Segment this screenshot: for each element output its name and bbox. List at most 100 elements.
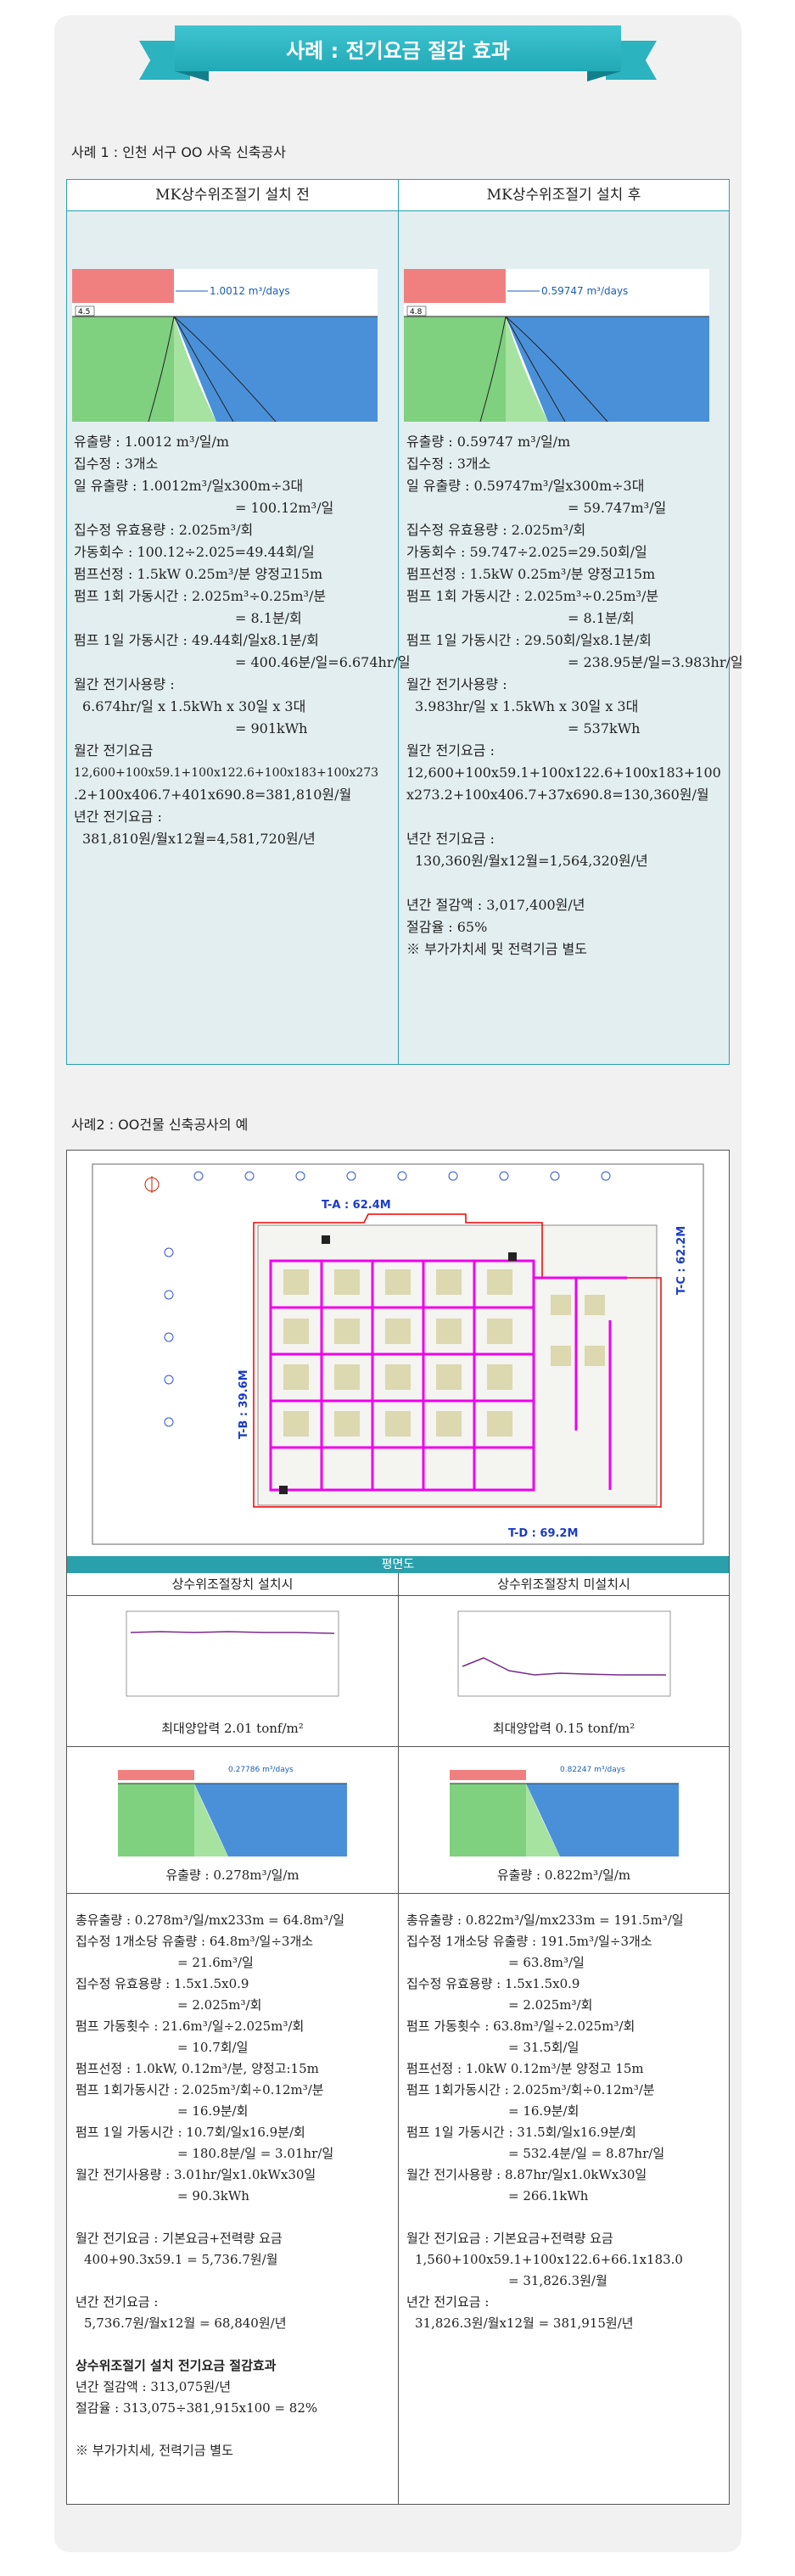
case1-after-line: 년간 절감액 : 3,017,400원/년 [406, 897, 585, 913]
case1-after-line: 12,600+100x59.1+100x122.6+100x183+100 [406, 764, 721, 781]
case2-right-line: = 31.5회/일 [508, 2040, 579, 2055]
case2-left-line: 펌프선정 : 1.0kW, 0.12m³/분, 양정고:15m [76, 2061, 319, 2076]
case2-left-line: 월간 전기요금 : 기본요금+전력량 요금 [76, 2231, 283, 2246]
case1-before-line: 집수정 유효용량 : 2.025m³/회 [74, 522, 254, 538]
case1-before-line: = 901kWh [235, 720, 308, 736]
case1-after-line: = 8.1분/회 [568, 610, 635, 626]
case1-after-line: 집수정 : 3개소 [406, 456, 491, 472]
plan-label-ta: T-A : 62.4M [322, 1199, 391, 1212]
case1-before-line: .2+100x406.7+401x690.8=381,810원/월 [74, 787, 352, 803]
plan-label-tb: T-B : 39.6M [238, 1369, 250, 1439]
case1-before-line: 381,810원/월x12월=4,581,720원/년 [82, 831, 316, 847]
case2-right-line: 월간 전기요금 : 기본요금+전력량 요금 [406, 2231, 613, 2246]
case1-before-line: 펌프 1일 가동시간 : 49.44회/일x8.1분/회 [74, 632, 319, 648]
case1-before-line: 일 유출량 : 1.0012m³/일x300m÷3대 [74, 478, 304, 494]
case2-left-line: 집수정 유효용량 : 1.5x1.5x0.9 [76, 1976, 249, 1991]
case2-right-line: 펌프 1일 가동시간 : 31.5회/일x16.9분/회 [406, 2125, 636, 2140]
left-seepage-diagram: 0.27786 m³/days [118, 1755, 347, 1856]
case1-title: 사례 1 : 인천 서구 OO 사옥 신축공사 [71, 144, 286, 160]
case2-left-line [76, 2419, 395, 2440]
case1-after-line: ※ 부가가치세 및 전력기금 별도 [406, 941, 587, 957]
banner-title: 사례 : 전기요금 절감 효과 [175, 25, 621, 71]
case2-right-line: = 31,826.3원/월 [508, 2273, 607, 2288]
case1-after-flow-label: 0.59747 m³/days [541, 285, 628, 297]
right-pressure-value: 최대양압력 0.15 tonf/m² [492, 1721, 635, 1736]
case1-after-line: 집수정 유효용량 : 2.025m³/회 [406, 522, 586, 538]
case2-right-line: 월간 전기사용량 : 8.87hr/일x1.0kWx30일 [406, 2167, 647, 2182]
case2-left-line: 400+90.3x59.1 = 5,736.7원/월 [84, 2252, 278, 2267]
left-pressure-chart [126, 1610, 339, 1697]
case2-right-line: 집수정 1개소당 유출량 : 191.5m³/일÷3개소 [406, 1934, 652, 1949]
case2-left-line: 상수위조절기 설치 전기요금 절감효과 [76, 2358, 277, 2373]
case2-right-line: 1,560+100x59.1+100x122.6+66.1x183.0 [415, 2252, 683, 2267]
case1-before-line: 6.674hr/일 x 1.5kWh x 30일 x 3대 [82, 698, 306, 714]
case2-left-line: 펌프 1일 가동시간 : 10.7회/일x16.9분/회 [76, 2125, 305, 2140]
left-flow-label: 0.27786 m³/days [228, 1766, 294, 1774]
case2-right-line: = 2.025m³/회 [508, 1997, 593, 2013]
case1-after-line: 펌프선정 : 1.5kW 0.25m³/분 양정고15m [406, 566, 656, 582]
case2-right-line: 펌프선정 : 1.0kW 0.12m³/분 양정고 15m [406, 2061, 644, 2076]
left-flow-value: 유출량 : 0.278m³/일/m [165, 1868, 300, 1883]
case2-left-line: = 21.6m³/일 [177, 1955, 254, 1970]
case1-before-line: 유출량 : 1.0012 m³/일/m [74, 434, 230, 450]
case1-before-line: = 400.46분/일=6.674hr/일 [235, 654, 411, 670]
case1-before-line: 집수정 : 3개소 [74, 456, 159, 472]
case2-left-line [76, 2271, 395, 2292]
right-pressure-chart [457, 1610, 671, 1697]
case2-left-line: = 16.9분/회 [177, 2103, 249, 2119]
case2-left-line: 절감율 : 313,075÷381,915x100 = 82% [76, 2400, 318, 2416]
case2-left-line [76, 2334, 395, 2355]
right-flow-value: 유출량 : 0.822m³/일/m [496, 1868, 631, 1883]
case1-before-flow-label: 1.0012 m³/days [210, 285, 290, 297]
case2-right-line: 집수정 유효용량 : 1.5x1.5x0.9 [406, 1976, 580, 1991]
case1-after-line: 일 유출량 : 0.59747m³/일x300m÷3대 [406, 478, 645, 494]
case1-after-line: 펌프 1일 가동시간 : 29.50회/일x8.1분/회 [406, 632, 652, 648]
case2-right-line [406, 2207, 725, 2228]
case2-right-line: 31,826.3원/월x12월 = 381,915원/년 [415, 2316, 634, 2331]
case1-after-line: 월간 전기요금 : [406, 742, 495, 759]
case2-left-line: 5,736.7원/월x12월 = 68,840원/년 [84, 2316, 287, 2331]
case2-right-line: = 532.4분/일 = 8.87hr/일 [508, 2146, 665, 2161]
case2-title: 사례2 : OO건물 신축공사의 예 [71, 1117, 249, 1133]
case1-after-seepage-diagram: 4.8 0.59747 m³/days [404, 269, 709, 422]
svg-text:4.8: 4.8 [410, 308, 423, 316]
case2-right-line: 펌프 1회가동시간 : 2.025m³/회÷0.12m³/분 [406, 2082, 655, 2097]
right-seepage-diagram: 0.82247 m³/days [450, 1755, 679, 1856]
case1-before-line: 펌프 1회 가동시간 : 2.025m³÷0.25m³/분 [74, 588, 327, 604]
case1-before-line: 펌프선정 : 1.5kW 0.25m³/분 양정고15m [74, 566, 323, 582]
left-pressure-value: 최대양압력 2.01 tonf/m² [161, 1721, 304, 1736]
case2-left-line: = 2.025m³/회 [177, 1997, 262, 2013]
case1-before-line: 년간 전기요금 : [74, 809, 162, 825]
case1-after-header: MK상수위조절기 설치 후 [399, 180, 729, 211]
case1-before-line: 가동회수 : 100.12÷2.025=49.44회/일 [74, 544, 315, 560]
right-flow-label: 0.82247 m³/days [560, 1766, 625, 1774]
case2-left-line: 년간 절감액 : 313,075원/년 [76, 2379, 232, 2394]
case2-right-line: 펌프 가동횟수 : 63.8m³/일÷2.025m³/회 [406, 2019, 635, 2034]
case1-before-line: = 8.1분/회 [235, 610, 302, 626]
plan-caption: 평면도 [67, 1556, 729, 1573]
case1-after-line: = 59.747m³/일 [568, 500, 667, 516]
case1-table: MK상수위조절기 설치 전 MK상수위조절기 설치 후 4.5 1.0012 m… [66, 179, 743, 1065]
case1-before-seepage-diagram: 4.5 1.0012 m³/days [72, 269, 378, 422]
case1-after-line: 130,360원/월x12월=1,564,320원/년 [415, 853, 648, 869]
case2-left-line: 집수정 1개소당 유출량 : 64.8m³/일÷3개소 [76, 1934, 314, 1949]
case1-after-line: = 537kWh [568, 720, 641, 736]
plan-label-tc: T-C : 62.2M [675, 1226, 688, 1295]
case1-after-line: 가동회수 : 59.747÷2.025=29.50회/일 [406, 544, 647, 560]
case2-right-line: 년간 전기요금 : [406, 2294, 490, 2310]
case2-right-header: 상수위조절장치 미설치시 [497, 1576, 630, 1592]
case2-left-line: 월간 전기사용량 : 3.01hr/일x1.0kWx30일 [76, 2167, 316, 2182]
case2-right-line: = 63.8m³/일 [508, 1955, 585, 1970]
case1-after-line: 펌프 1회 가동시간 : 2.025m³÷0.25m³/분 [406, 588, 659, 604]
case2-right-line: = 16.9분/회 [508, 2103, 579, 2119]
plan-label-td: T-D : 69.2M [508, 1527, 578, 1540]
case1-before-line: 12,600+100x59.1+100x122.6+100x183+100x27… [74, 766, 379, 780]
case2-left-line: = 10.7회/일 [177, 2040, 249, 2055]
case1-after-line [406, 872, 725, 894]
case1-before-header: MK상수위조절기 설치 전 [67, 180, 398, 211]
case1-after-line: x273.2+100x406.7+37x690.8=130,360원/월 [406, 787, 709, 803]
